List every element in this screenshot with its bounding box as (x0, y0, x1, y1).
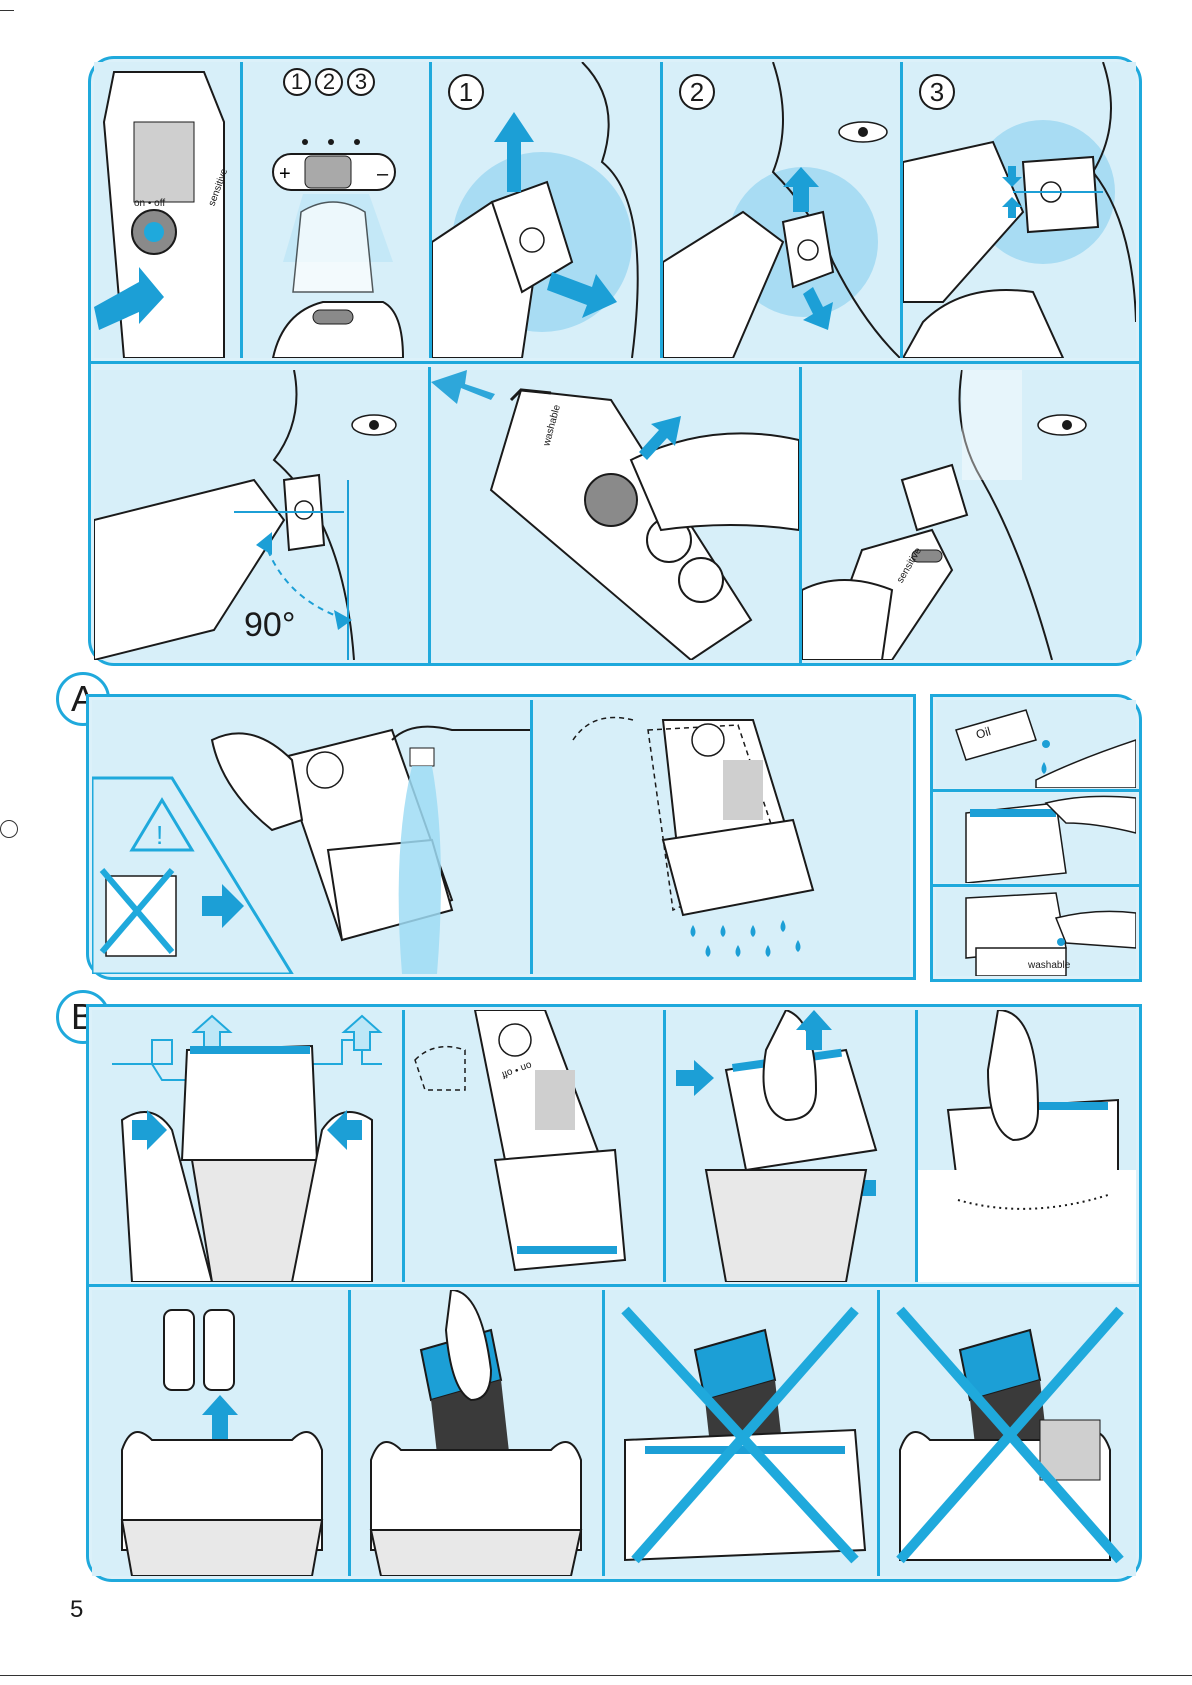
panel-oil-cutter: washable (936, 888, 1136, 976)
divider (348, 1290, 351, 1576)
panel-switch-on: on • off sensitive (94, 62, 240, 358)
divider (428, 367, 431, 663)
panel-sideburn-trim: sensitive (802, 370, 1136, 660)
tap-out-illustration (405, 1010, 663, 1282)
brush-clean-illustration (351, 1290, 602, 1576)
selector-number-3: 3 (347, 68, 375, 96)
rinse-illustration: ! (92, 700, 530, 974)
crop-mark-bottom (0, 1675, 1192, 1676)
divider (91, 361, 1139, 364)
trimmer-illustration (431, 370, 799, 660)
step-number-2: 2 (679, 74, 715, 110)
oil-illustration (936, 700, 1136, 788)
divider (402, 1010, 405, 1282)
divider (663, 1010, 666, 1282)
panel-oil-drop: Oil (936, 700, 1136, 788)
divider (602, 1290, 605, 1576)
panel-step-3: 3 (903, 62, 1136, 358)
selector-number-1: 1 (283, 68, 311, 96)
remove-cutter-illustration (92, 1290, 348, 1576)
page-number: 5 (70, 1596, 83, 1624)
shake-illustration (533, 700, 910, 974)
panel-selector: + – 1 2 3 (243, 62, 429, 358)
svg-text:–: – (377, 163, 389, 185)
no-brush-cutter-illustration (880, 1290, 1136, 1576)
divider (240, 62, 243, 358)
divider (429, 62, 432, 358)
oil-foil-illustration (936, 793, 1136, 883)
panel-rinse: ! (92, 700, 530, 974)
sideburn-illustration (802, 370, 1136, 660)
divider (915, 1010, 918, 1282)
selector-illustration: + – (243, 62, 429, 358)
panel-replace-foil (666, 1010, 915, 1282)
divider (933, 789, 1139, 792)
panel-oil-foil (936, 793, 1136, 883)
panel-remove-foil (92, 1010, 402, 1282)
divider (933, 884, 1139, 887)
panel-tap-out: on • off (405, 1010, 663, 1282)
remove-foil-illustration (92, 1010, 402, 1282)
panel-trimmer: washable (431, 370, 799, 660)
crop-mark-top (0, 10, 14, 11)
selector-number-2: 2 (315, 68, 343, 96)
angle-label: 90° (244, 606, 295, 645)
tap-hair-illustration (918, 1010, 1136, 1282)
shaver-switch-illustration (94, 62, 240, 358)
registration-mark (0, 820, 18, 838)
divider (530, 700, 533, 974)
panel-no-brush-cutter (880, 1290, 1136, 1576)
replace-foil-illustration (666, 1010, 915, 1282)
divider (799, 367, 802, 663)
panel-no-brush-foil (605, 1290, 877, 1576)
step-number-1: 1 (448, 74, 484, 110)
panel-angle-90: 90° (94, 370, 428, 660)
divider (900, 62, 903, 358)
divider (89, 1284, 1139, 1287)
divider (877, 1290, 880, 1576)
panel-step-2: 2 (663, 62, 900, 358)
panel-step-1: 1 (432, 62, 660, 358)
svg-text:+: + (279, 163, 291, 185)
washable-label-oil: washable (1028, 960, 1070, 971)
svg-text:!: ! (156, 820, 163, 850)
panel-remove-cutter (92, 1290, 348, 1576)
panel-dry (533, 700, 910, 974)
divider (660, 62, 663, 358)
on-off-label: on • off (134, 198, 165, 209)
panel-brush-clean (351, 1290, 602, 1576)
step-number-3: 3 (919, 74, 955, 110)
panel-tap-hair (918, 1010, 1136, 1282)
no-brush-foil-illustration (605, 1290, 877, 1576)
